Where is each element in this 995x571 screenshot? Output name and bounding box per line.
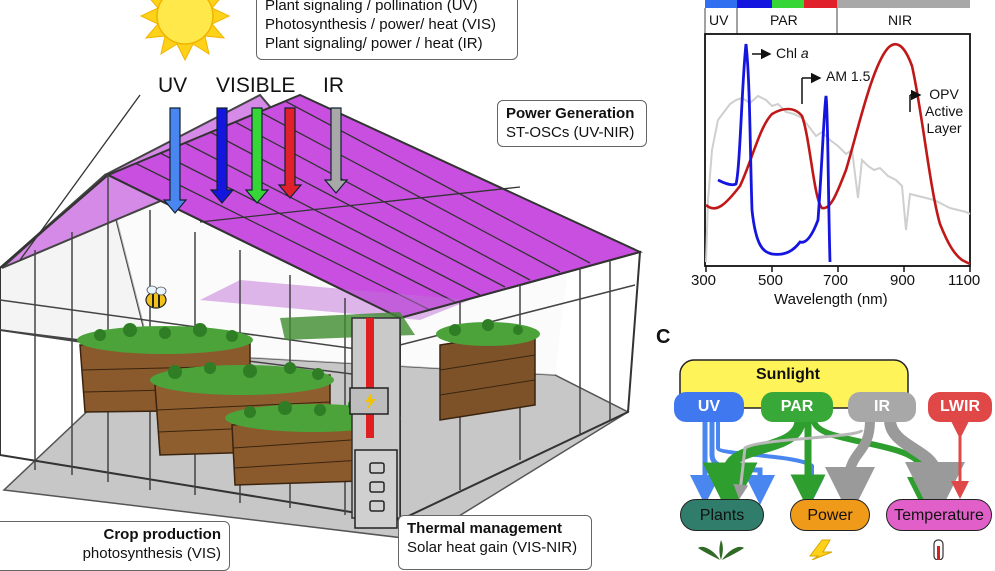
- crop-production-title: Crop production: [103, 526, 221, 543]
- battery-cabinet: [354, 449, 398, 529]
- chl-label-italic: a: [800, 45, 809, 61]
- x-axis-label: Wavelength (nm): [774, 291, 888, 308]
- source-ir: IR: [848, 392, 916, 422]
- crop-production-subtitle: photosynthesis (VIS): [82, 545, 221, 562]
- power-generation-box: Power Generation ST-OSCs (UV-NIR): [497, 100, 647, 147]
- x-tick-900: 900: [890, 272, 916, 289]
- source-uv: UV: [674, 392, 744, 422]
- x-tick-500: 500: [758, 272, 784, 289]
- sink-plants: Plants: [680, 499, 764, 531]
- sun-icon: [139, 0, 231, 62]
- thermal-management-title: Thermal management: [407, 520, 563, 537]
- sink-power: Power: [790, 499, 870, 531]
- sunlight-title: Sunlight: [756, 366, 820, 383]
- crop-production-box: Crop production photosynthesis (VIS): [0, 521, 230, 571]
- plant-sprout-icon: [698, 540, 744, 560]
- visible-label: VISIBLE: [216, 74, 296, 97]
- light-arrows: [162, 107, 349, 214]
- x-tick-1100: 1100: [948, 272, 981, 289]
- sunlight-uses-box: Plant signaling / pollination (UV) Photo…: [256, 0, 518, 60]
- panel-letter-c: C: [656, 326, 671, 348]
- uv-label: UV: [158, 74, 188, 97]
- thermometer-icon: [933, 539, 944, 560]
- opv-label-line-3: Layer: [926, 120, 962, 136]
- power-cable: [366, 318, 374, 438]
- flow-panel: [679, 359, 969, 560]
- lightning-icon: [365, 392, 376, 411]
- x-tick-300: 300: [691, 272, 717, 289]
- green-arrow: [244, 107, 270, 204]
- lightning-icon: [809, 539, 833, 560]
- uv-arrow: [162, 107, 188, 214]
- band-uv: UV: [709, 12, 729, 28]
- am15-label: AM 1.5: [826, 68, 871, 84]
- chl-curve: [717, 43, 832, 263]
- thermal-management-subtitle: Solar heat gain (VIS-NIR): [407, 539, 578, 556]
- source-par: PAR: [761, 392, 833, 422]
- bee-icon: [145, 285, 167, 309]
- sunlight-use-line-1: Plant signaling / pollination (UV): [265, 0, 478, 14]
- ir-arrow: [323, 107, 349, 194]
- spectrum-panel: [704, 0, 971, 272]
- sink-temperature: Temperature: [886, 499, 992, 531]
- source-lwir: LWIR: [928, 392, 992, 422]
- band-nir: NIR: [888, 12, 913, 28]
- opv-label-line-1: OPV: [929, 86, 959, 102]
- red-arrow: [277, 107, 303, 199]
- greenhouse: [0, 93, 643, 541]
- am15-curve: [705, 94, 971, 263]
- chl-label-text: Chl: [776, 45, 801, 61]
- opv-curve: [705, 43, 971, 266]
- sunlight-use-line-2: Photosynthesis / power/ heat (VIS): [265, 16, 496, 33]
- power-generation-title: Power Generation: [506, 105, 635, 122]
- chl-label: Chl a: [776, 45, 809, 61]
- sunlight-use-line-3: Plant signaling/ power / heat (IR): [265, 35, 483, 52]
- ir-label: IR: [323, 74, 344, 97]
- blue-arrow: [209, 107, 235, 204]
- thermal-management-box: Thermal management Solar heat gain (VIS-…: [398, 515, 592, 570]
- band-par: PAR: [770, 12, 798, 28]
- opv-label-line-2: Active: [925, 103, 964, 119]
- power-generation-subtitle: ST-OSCs (UV-NIR): [506, 124, 635, 141]
- x-tick-700: 700: [823, 272, 849, 289]
- opv-label: OPV Active Layer: [925, 86, 963, 137]
